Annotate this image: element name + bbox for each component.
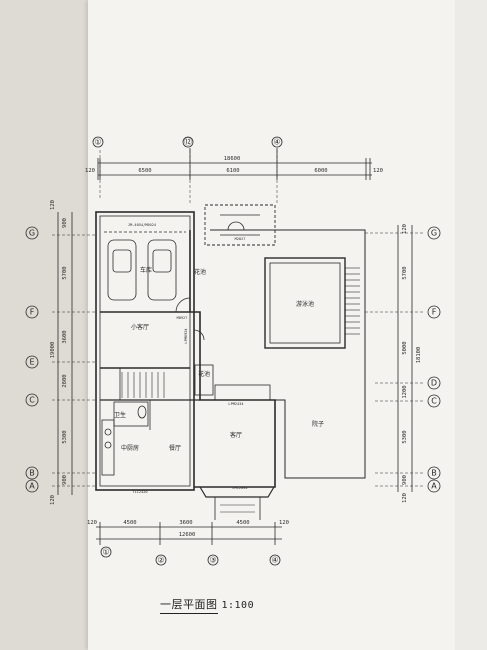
room-small-living: 小客厅 (131, 323, 149, 331)
axis-label-left-c: C (29, 396, 35, 405)
dim-right-seg-6: 900 (402, 475, 408, 485)
dim-bottom-seg-1: 4500 (123, 520, 136, 526)
tag-window-kitchen: TLC2420 (132, 490, 147, 494)
room-living: 客厅 (230, 431, 242, 439)
dim-top-seg-3: 6000 (314, 168, 327, 174)
axis-label-right-f: F (432, 308, 437, 317)
dim-bottom-total: 12600 (179, 532, 196, 538)
axis-label-top-3: ④ (273, 138, 280, 147)
dim-bottom-end-right: 120 (279, 520, 289, 526)
dim-left-seg-3: 3600 (62, 330, 68, 343)
dim-top-total: 18600 (224, 156, 241, 162)
tag-window-living: LPM2434 (228, 402, 243, 406)
axis-label-left-f: F (30, 308, 35, 317)
dim-right-seg-2: 5700 (402, 266, 408, 279)
room-flower-bed-1: 花池 (194, 268, 206, 276)
drawing-title: 一层平面图 (160, 596, 218, 614)
dim-left-seg-1: 900 (62, 218, 68, 228)
axis-label-bottom-3: ③ (209, 556, 216, 565)
axis-label-top-1: ① (94, 138, 101, 147)
axis-label-bottom-1: ① (102, 548, 109, 557)
dim-right-end-bottom: 120 (402, 493, 408, 503)
dim-bottom-end-left: 120 (87, 520, 97, 526)
tag-window-bottom: LMC2034 (232, 486, 247, 490)
dim-left-seg-2: 5700 (62, 266, 68, 279)
axis-label-left-b: B (29, 469, 35, 478)
dim-right-total: 18100 (416, 347, 422, 364)
room-garage: 车库 (140, 266, 152, 274)
room-kitchen: 中厨房 (121, 444, 139, 452)
dim-left-end-bottom: 120 (50, 495, 56, 505)
room-flower-bed-2: 花池 (198, 370, 210, 378)
axis-label-left-e: E (29, 358, 34, 367)
dim-top-end-left: 120 (85, 168, 95, 174)
paper-edge (455, 0, 487, 650)
axis-label-bottom-4: ④ (271, 556, 278, 565)
dim-left-seg-4: 2800 (62, 374, 68, 387)
dim-left-end-top: 120 (50, 200, 56, 210)
dim-top-seg-1: 6500 (138, 168, 151, 174)
axis-label-right-a: A (431, 482, 437, 491)
dim-bottom-seg-3: 4500 (236, 520, 249, 526)
axis-label-right-b: B (431, 469, 437, 478)
dim-right-seg-1: 120 (402, 224, 408, 234)
tag-door-small: M0927 (177, 316, 188, 320)
axis-label-right-c: C (431, 397, 437, 406)
axis-label-right-d: D (431, 379, 437, 388)
axis-label-bottom-2: ② (157, 556, 164, 565)
axis-label-top-2: ⑫ (184, 138, 192, 147)
dim-right-seg-4: 1200 (402, 385, 408, 398)
room-yard: 院子 (312, 420, 324, 428)
paper-backing (0, 0, 92, 650)
tag-garage-door: JM-4054/M5024 (128, 223, 156, 227)
dim-top-seg-2: 6100 (226, 168, 239, 174)
axis-label-right-g: G (431, 229, 437, 238)
dim-top-end-right: 120 (373, 168, 383, 174)
room-wc: 卫生 (114, 411, 126, 419)
drawing-scale: 1:100 (221, 600, 255, 611)
room-dining: 餐厅 (169, 444, 181, 452)
dim-right-seg-5: 5300 (402, 430, 408, 443)
axis-label-left-a: A (29, 482, 35, 491)
dim-left-seg-5: 5300 (62, 430, 68, 443)
room-pool: 游泳池 (296, 300, 314, 308)
dim-bottom-seg-2: 3600 (179, 520, 192, 526)
dim-left-total: 19000 (50, 342, 56, 359)
tag-window-mid: LPM0924 (184, 328, 188, 343)
dim-left-seg-6: 900 (62, 475, 68, 485)
tag-window-top: M2027 (235, 237, 246, 241)
drawing-sheet (88, 0, 487, 650)
axis-label-left-g: G (29, 229, 35, 238)
dim-right-seg-3: 5000 (402, 341, 408, 354)
